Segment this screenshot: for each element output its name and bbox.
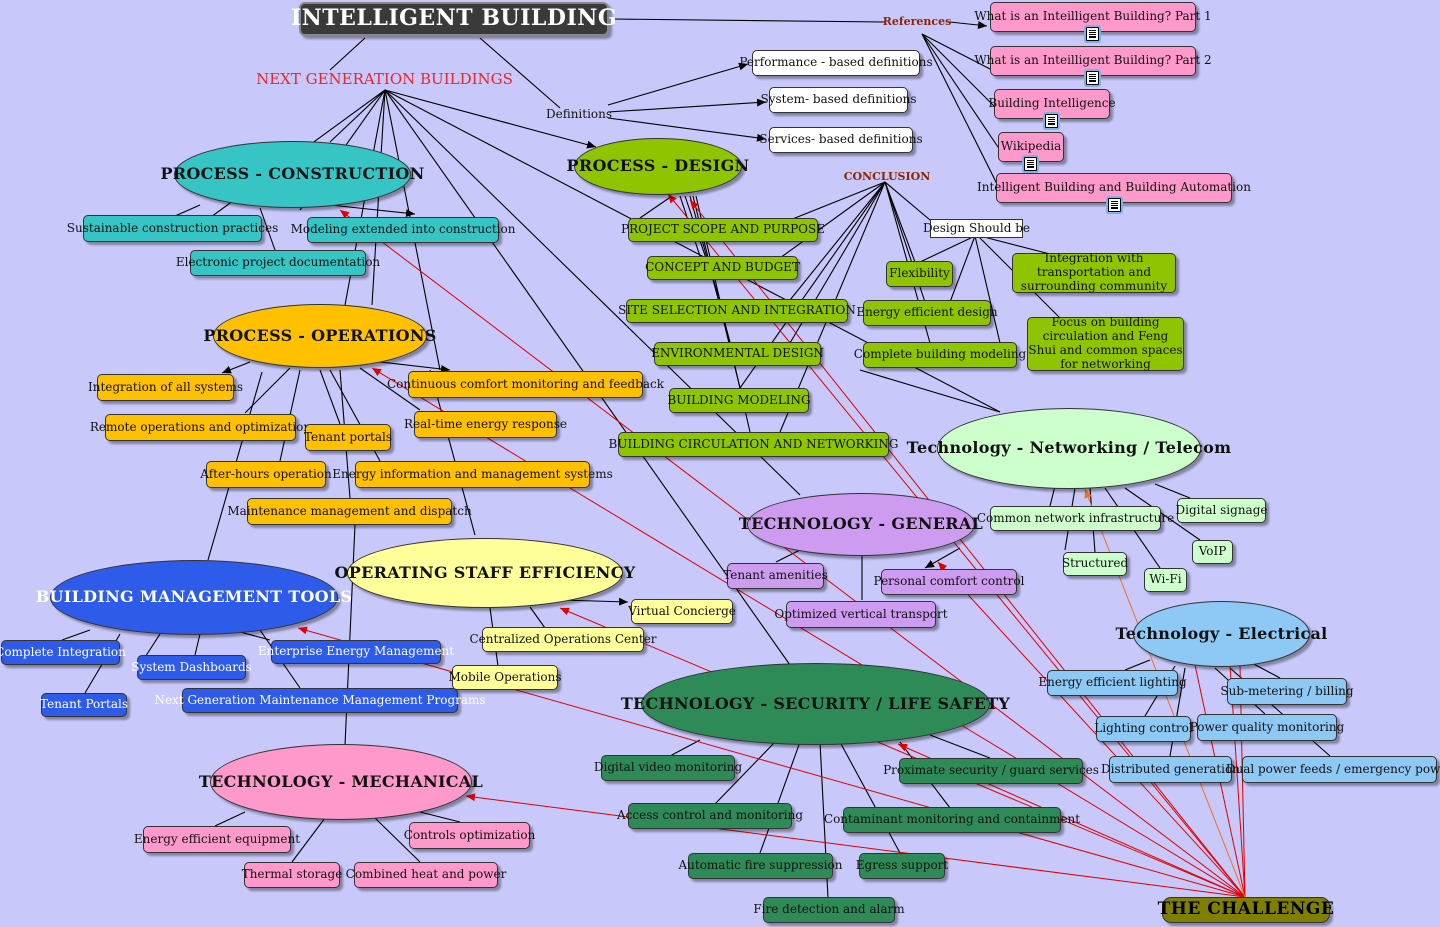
bmt-system-dashboards[interactable]: System Dashboards [131, 655, 252, 680]
mechanical-controls-optimization[interactable]: Controls optimization [404, 822, 535, 849]
bmt-enterprise-energy[interactable]: Enterprise Energy Management [258, 640, 454, 664]
operations-integration-all-systems[interactable]: Integration of all systems [88, 374, 243, 401]
root-intelligent-building[interactable]: INTELLIGENT BUILDING [291, 2, 617, 36]
label-next-generation: NEXT GENERATION BUILDINGS [256, 70, 513, 89]
electrical-distributed-generation[interactable]: Distributed generation [1101, 756, 1240, 783]
conclusion-complete-building-modeling[interactable]: Complete building modeling [854, 342, 1026, 368]
electrical-sub-metering[interactable]: Sub-metering / billing [1220, 678, 1354, 705]
technology-mechanical[interactable]: TECHNOLOGY - MECHANICAL [199, 744, 483, 820]
definition-performance[interactable]: Performance - based definitions [739, 50, 933, 76]
security-fire-suppression[interactable]: Automatic fire suppression [678, 853, 843, 879]
construction-electronic-documentation[interactable]: Electronic project documentation [176, 250, 380, 276]
process-design[interactable]: PROCESS - DESIGN [567, 138, 749, 195]
document-icon[interactable] [1024, 157, 1037, 171]
electrical-lighting-control[interactable]: Lighting control [1094, 716, 1193, 742]
operations-after-hours[interactable]: After-hours operation [200, 461, 332, 488]
security-contaminant-monitoring[interactable]: Contaminant monitoring and containment [824, 807, 1080, 833]
staff-mobile-operations[interactable]: Mobile Operations [448, 665, 562, 690]
technology-electrical[interactable]: Technology - Electrical [1115, 601, 1327, 667]
network-common-infrastructure[interactable]: Common network infrastructure [977, 506, 1174, 531]
security-digital-video[interactable]: Digital video monitoring [594, 755, 742, 781]
staff-virtual-concierge[interactable]: Virtual Concierge [628, 599, 736, 624]
design-circulation-networking[interactable]: BUILDING CIRCULATION AND NETWORKING [609, 432, 898, 457]
process-operations[interactable]: PROCESS - OPERATIONS [203, 304, 436, 368]
security-fire-detection[interactable]: Fire detection and alarm [753, 897, 905, 923]
network-voip[interactable]: VoIP [1192, 540, 1233, 564]
electrical-dual-power-feeds[interactable]: Dual power feeds / emergency power [1226, 756, 1440, 783]
bmt-maintenance-programs[interactable]: Next Generation Maintenance Management P… [154, 688, 486, 713]
label-definitions: Definitions [545, 107, 613, 122]
label-conclusion: CONCLUSION [843, 169, 931, 183]
mechanical-combined-heat-power[interactable]: Combined heat and power [346, 862, 506, 888]
document-icon[interactable] [1086, 71, 1099, 85]
conclusion-design-should-be[interactable]: Design Should be [923, 219, 1030, 238]
design-building-modeling[interactable]: BUILDING MODELING [667, 388, 811, 413]
design-project-scope[interactable]: PROJECT SCOPE AND PURPOSE [621, 218, 825, 242]
operations-real-time-energy[interactable]: Real-time energy response [404, 411, 567, 438]
network-digital-signage[interactable]: Digital signage [1176, 498, 1267, 523]
electrical-efficient-lighting[interactable]: Energy efficient lighting [1038, 670, 1187, 696]
definition-system[interactable]: System- based definitions [760, 87, 917, 113]
operations-tenant-portals[interactable]: Tenant portals [304, 424, 392, 451]
operations-remote-optimization[interactable]: Remote operations and optimization [90, 414, 311, 441]
technology-general[interactable]: TECHNOLOGY - GENERAL [739, 493, 983, 556]
general-vertical-transport[interactable]: Optimized vertical transport [774, 601, 948, 628]
mechanical-efficient-equipment[interactable]: Energy efficient equipment [134, 826, 300, 853]
document-icon[interactable] [1086, 27, 1099, 41]
bmt-complete-integration[interactable]: Complete Integration [0, 640, 126, 665]
security-access-control[interactable]: Access control and monitoring [617, 803, 803, 829]
technology-networking-telecom[interactable]: Technology - Networking / Telecom [907, 408, 1231, 489]
construction-modeling-extended[interactable]: Modeling extended into construction [291, 217, 515, 243]
process-construction[interactable]: PROCESS - CONSTRUCTION [160, 141, 424, 208]
the-challenge[interactable]: THE CHALLENGE [1158, 897, 1334, 923]
general-personal-comfort[interactable]: Personal comfort control [874, 569, 1024, 595]
label-references: References [882, 14, 952, 28]
technology-security-life-safety[interactable]: TECHNOLOGY - SECURITY / LIFE SAFETY [621, 663, 1010, 745]
operations-continuous-comfort[interactable]: Continuous comfort monitoring and feedba… [387, 371, 664, 398]
mechanical-thermal-storage[interactable]: Thermal storage [242, 862, 342, 888]
design-environmental[interactable]: ENVIRONMENTAL DESIGN [651, 342, 824, 366]
construction-sustainable-practices[interactable]: Sustainable construction practices [67, 215, 278, 242]
document-icon[interactable] [1108, 198, 1121, 212]
conclusion-integration-transportation[interactable]: Integration with transportation and surr… [1012, 251, 1176, 293]
security-proximate-guard[interactable]: Proximate security / guard services [883, 758, 1099, 784]
electrical-power-quality[interactable]: Power quality monitoring [1190, 714, 1344, 741]
general-tenant-amenities[interactable]: Tenant amenities [723, 563, 828, 589]
bmt-tenant-portals[interactable]: Tenant Portals [40, 693, 128, 717]
conclusion-flexibility[interactable]: Flexibility [886, 261, 953, 287]
operations-maintenance-dispatch[interactable]: Maintenance management and dispatch [227, 498, 472, 525]
building-management-tools[interactable]: BUILDING MANAGEMENT TOOLS [36, 560, 352, 635]
conclusion-energy-efficient-design[interactable]: Energy efficient design [856, 300, 998, 326]
document-icon[interactable] [1045, 114, 1058, 128]
conclusion-focus-circulation[interactable]: Focus on building circulation and Feng S… [1027, 315, 1184, 371]
definition-services[interactable]: Services- based definitions [759, 127, 923, 153]
security-egress-support[interactable]: Egress support [856, 853, 948, 879]
operations-energy-information[interactable]: Energy information and management system… [332, 461, 613, 488]
staff-centralized-operations[interactable]: Centralized Operations Center [469, 627, 657, 652]
network-structured[interactable]: Structured [1062, 552, 1128, 576]
operating-staff-efficiency[interactable]: OPERATING STAFF EFFICIENCY [335, 538, 635, 608]
design-site-selection[interactable]: SITE SELECTION AND INTEGRATION [618, 299, 856, 323]
network-wi-fi[interactable]: Wi-Fi [1144, 568, 1187, 592]
design-concept-budget[interactable]: CONCEPT AND BUDGET [645, 256, 800, 280]
